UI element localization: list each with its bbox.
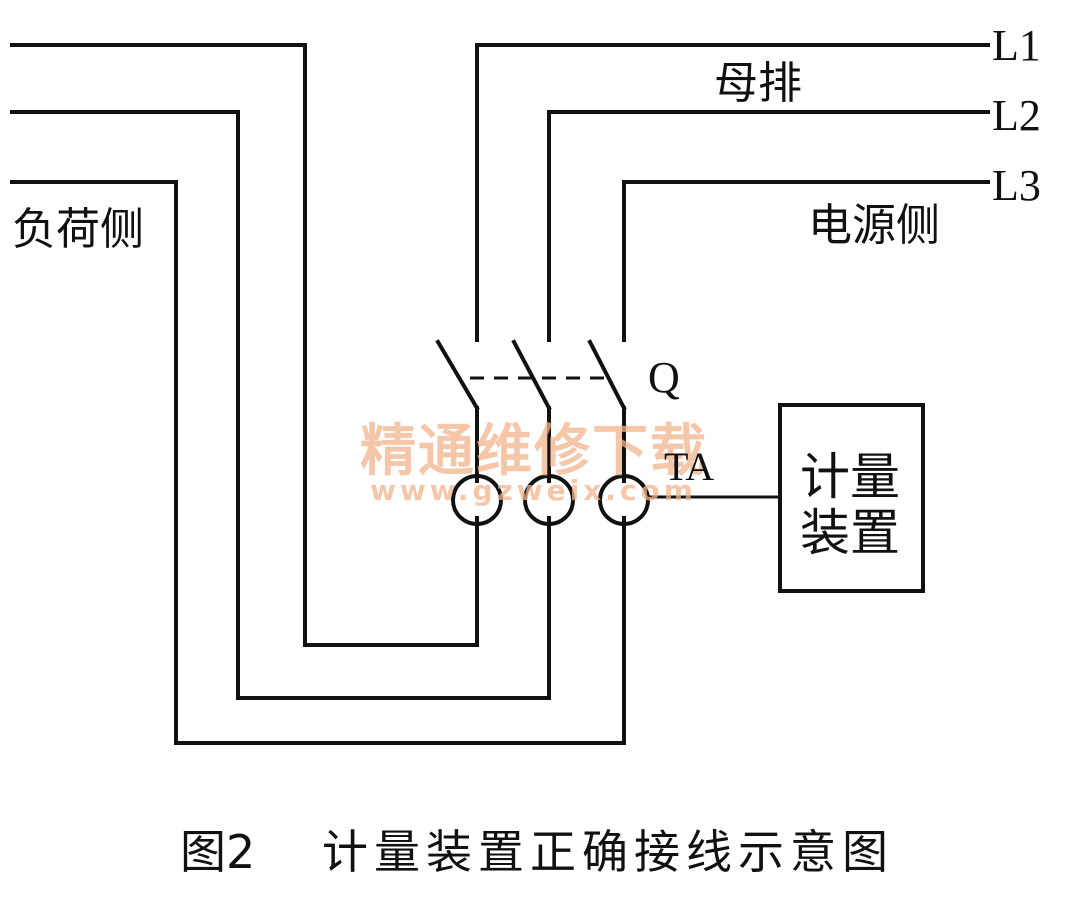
label-source-side: 电源侧 bbox=[808, 200, 940, 251]
source-wire-L1 bbox=[475, 43, 990, 342]
watermark-name: 精通维修下载 bbox=[360, 419, 708, 484]
figure-caption: 计量装置正确接线示意图 bbox=[322, 825, 894, 879]
label-switch-Q: Q bbox=[648, 353, 680, 402]
label-L3: L3 bbox=[992, 161, 1041, 210]
load-wire-3 bbox=[10, 180, 626, 745]
current-transformer-2 bbox=[523, 474, 575, 526]
current-transformer-3 bbox=[598, 474, 650, 526]
source-wire-L3 bbox=[622, 180, 990, 342]
label-load-side: 负荷侧 bbox=[12, 204, 144, 255]
load-wire-2 bbox=[10, 110, 551, 700]
source-wire-L2 bbox=[547, 110, 990, 342]
metering-device-box bbox=[778, 403, 925, 593]
label-L2: L2 bbox=[992, 91, 1041, 140]
load-wire-1 bbox=[10, 43, 479, 647]
switch-blade-1 bbox=[435, 339, 480, 411]
metering-device-label-line1: 计量 bbox=[800, 448, 900, 506]
figure-number: 图2 bbox=[180, 825, 255, 879]
label-ta: TA bbox=[664, 444, 714, 489]
metering-device-label-line2: 装置 bbox=[800, 504, 900, 562]
current-transformer-1 bbox=[451, 474, 503, 526]
label-busbar: 母排 bbox=[714, 58, 802, 109]
label-L1: L1 bbox=[992, 21, 1041, 70]
watermark-url: www.gzweix.com bbox=[370, 474, 697, 507]
switch-blade-3 bbox=[587, 339, 627, 411]
switch-blade-2 bbox=[511, 339, 552, 411]
